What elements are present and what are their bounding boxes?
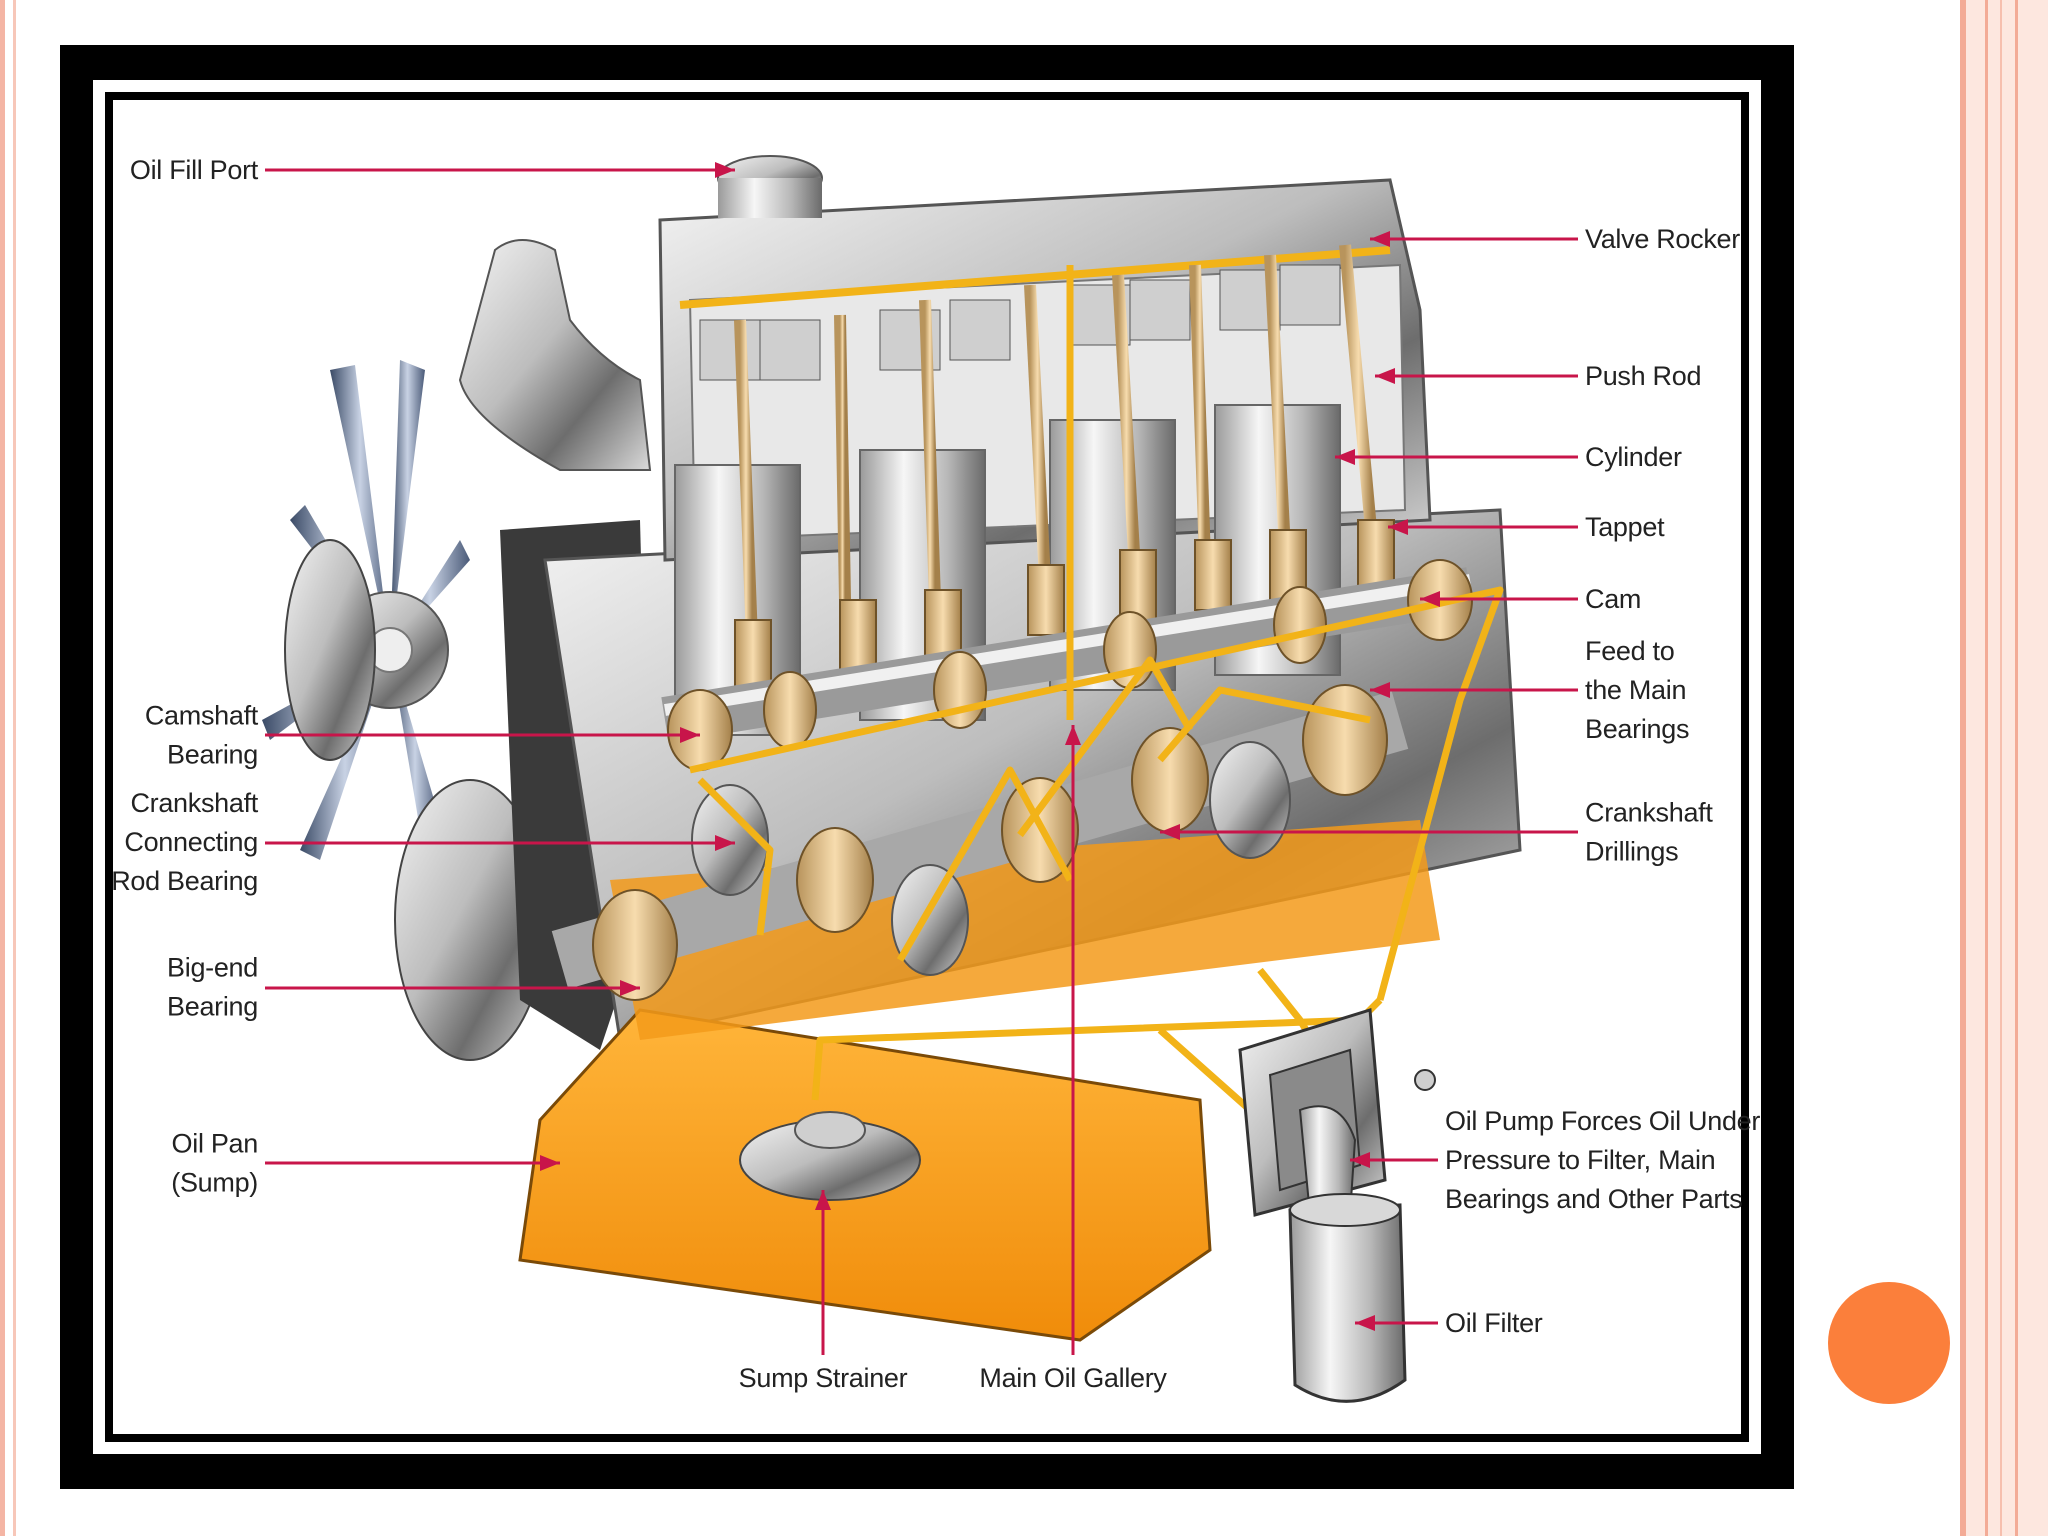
slide-right-stripe: [2015, 0, 2018, 1536]
label-line: Tappet: [1585, 512, 1665, 542]
slide-right-band: [1960, 0, 2048, 1536]
arrowhead-icon: [1065, 725, 1081, 745]
slide-right-stripe: [1985, 0, 1988, 1536]
label-line: Connecting: [124, 827, 258, 857]
label-line: Camshaft: [145, 701, 259, 731]
label-oil-fill-port: Oil Fill Port: [130, 155, 259, 185]
label-line: Big-end: [167, 953, 258, 983]
label-push-rod: Push Rod: [1585, 361, 1701, 391]
label-oil-filter: Oil Filter: [1445, 1308, 1543, 1338]
label-line: Oil Filter: [1445, 1308, 1543, 1338]
label-line: Cylinder: [1585, 442, 1682, 472]
label-line: Main Oil Gallery: [979, 1363, 1167, 1393]
label-main-oil-gallery: Main Oil Gallery: [979, 1363, 1167, 1393]
engine-illustration: [262, 155, 1522, 1403]
arrowhead-icon: [620, 980, 640, 996]
label-sump-strainer: Sump Strainer: [739, 1363, 908, 1393]
label-line: Feed to: [1585, 636, 1674, 666]
slide-left-stripe-thin: [13, 0, 16, 1536]
label-line: Bearings and Other Parts: [1445, 1184, 1742, 1214]
arrowhead-icon: [1375, 368, 1395, 384]
arrowhead-icon: [1160, 824, 1180, 840]
label-line: Drillings: [1585, 837, 1678, 867]
slide-right-stripe: [1960, 0, 1966, 1536]
label-line: Rod Bearing: [111, 866, 258, 896]
label-line: Oil Fill Port: [130, 155, 259, 185]
arrowhead-icon: [1355, 1315, 1375, 1331]
label-line: Push Rod: [1585, 361, 1701, 391]
label-line: Oil Pump Forces Oil Under: [1445, 1106, 1760, 1136]
arrowhead-icon: [715, 835, 735, 851]
label-line: Bearing: [167, 740, 258, 770]
arrowhead-icon: [680, 727, 700, 743]
arrowhead-icon: [1370, 231, 1390, 247]
slide-left-stripe: [0, 0, 5, 1536]
label-line: Bearing: [167, 992, 258, 1022]
label-line: (Sump): [171, 1168, 258, 1198]
arrowhead-icon: [1335, 449, 1355, 465]
label-oil-pan: Oil Pan (Sump): [171, 1129, 258, 1198]
arrowhead-icon: [540, 1155, 560, 1171]
slide-orange-circle: [1828, 1282, 1950, 1404]
label-line: Bearings: [1585, 714, 1689, 744]
label-cam: Cam: [1585, 584, 1641, 614]
label-line: Valve Rocker: [1585, 224, 1740, 254]
arrowhead-icon: [815, 1190, 831, 1210]
label-line: Sump Strainer: [739, 1363, 908, 1393]
label-cylinder: Cylinder: [1585, 442, 1682, 472]
label-line: the Main: [1585, 675, 1686, 705]
arrowhead-icon: [715, 162, 735, 178]
label-line: Oil Pan: [172, 1129, 258, 1159]
arrowhead-icon: [1388, 519, 1408, 535]
label-line: Pressure to Filter, Main: [1445, 1145, 1715, 1175]
arrowhead-icon: [1370, 682, 1390, 698]
arrowhead-icon: [1350, 1152, 1370, 1168]
label-line: Crankshaft: [1585, 798, 1713, 828]
arrowhead-icon: [1420, 591, 1440, 607]
label-line: Cam: [1585, 584, 1641, 614]
label-line: Crankshaft: [130, 788, 258, 818]
slide-right-stripe: [2000, 0, 2002, 1536]
label-valve-rocker: Valve Rocker: [1585, 224, 1740, 254]
leader-lines: [265, 162, 1578, 1355]
label-tappet: Tappet: [1585, 512, 1665, 542]
